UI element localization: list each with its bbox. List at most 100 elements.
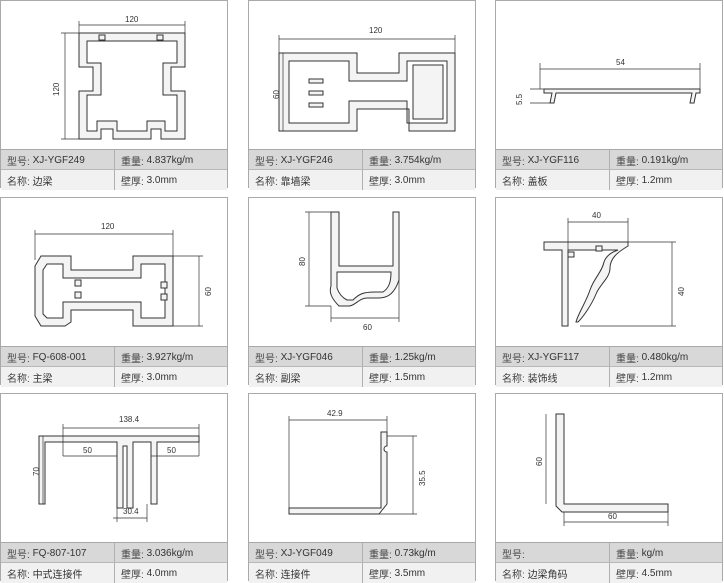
thickness-value: 1.2mm xyxy=(641,174,673,186)
weight-label: 重量: xyxy=(616,156,639,168)
profile-section xyxy=(288,431,388,515)
weight-value: 3.754kg/m xyxy=(394,154,442,166)
name-value: 连接件 xyxy=(280,569,311,581)
weight-label: 重量: xyxy=(616,549,639,561)
dimension-label: 35.5 xyxy=(418,470,427,486)
name-label: 名称: xyxy=(7,373,30,385)
profile-section xyxy=(543,88,701,104)
product-card: 120 60 型号: FQ-608-001 重量: 3.927kg/m 名称: … xyxy=(0,197,228,387)
spec-row: 型号: XJ-YGF246 重量: 3.754kg/m xyxy=(249,149,475,170)
thickness-value: 3.0mm xyxy=(146,371,178,383)
profile-section xyxy=(38,435,200,509)
model-label: 型号: xyxy=(502,353,525,365)
model-value: FQ-807-107 xyxy=(32,547,87,559)
profile-section xyxy=(555,413,669,513)
weight-value: kg/m xyxy=(641,547,664,559)
spec-row: 型号: FQ-608-001 重量: 3.927kg/m xyxy=(1,346,227,367)
thickness-value: 4.0mm xyxy=(146,567,178,579)
dimension-label: 120 xyxy=(101,222,115,231)
weight-value: 3.927kg/m xyxy=(146,351,194,363)
dimension-label: 60 xyxy=(204,287,213,296)
model-value: XJ-YGF249 xyxy=(32,154,85,166)
dimension-label: 50 xyxy=(83,446,92,455)
model-value: XJ-YGF049 xyxy=(280,547,333,559)
profile-drawing: 60 60 xyxy=(535,413,669,526)
thickness-label: 壁厚: xyxy=(369,373,392,385)
thickness-label: 壁厚: xyxy=(369,569,392,581)
model-label: 型号: xyxy=(502,549,525,561)
thickness-label: 壁厚: xyxy=(616,569,639,581)
name-label: 名称: xyxy=(255,569,278,581)
weight-value: 0.480kg/m xyxy=(641,351,689,363)
profile-drawing: 120 60 xyxy=(34,222,213,327)
name-label: 名称: xyxy=(502,569,525,581)
dimension-label: 138.4 xyxy=(119,415,140,424)
name-value: 副梁 xyxy=(280,373,301,385)
profile-drawing: 54 5.5 xyxy=(515,58,701,105)
thickness-label: 壁厚: xyxy=(616,176,639,188)
name-label: 名称: xyxy=(7,176,30,188)
profile-section xyxy=(78,32,186,140)
dimension-label: 80 xyxy=(298,257,307,266)
spec-row: 名称: 边梁 壁厚: 3.0mm xyxy=(1,169,227,190)
name-label: 名称: xyxy=(7,569,30,581)
profile-drawing: 138.4 50 50 70 30.4 xyxy=(32,415,200,522)
dimension-label: 120 xyxy=(52,82,61,96)
dimension-label: 60 xyxy=(272,90,281,99)
profile-drawing: 120 60 xyxy=(272,26,456,132)
dimension-label: 120 xyxy=(125,15,139,24)
dimension-label: 54 xyxy=(616,58,625,67)
product-card: 120 120 型号: XJ-YGF249 重量: 4.837kg/m 名称: … xyxy=(0,0,228,190)
model-label: 型号: xyxy=(255,156,278,168)
weight-label: 重量: xyxy=(121,353,144,365)
spec-row: 名称: 副梁 壁厚: 1.5mm xyxy=(249,366,475,387)
spec-row: 型号: 重量: kg/m xyxy=(496,542,722,563)
thickness-label: 壁厚: xyxy=(121,176,144,188)
name-value: 靠墙梁 xyxy=(280,176,311,188)
profile-section xyxy=(34,255,174,327)
name-value: 中式连接件 xyxy=(32,569,83,581)
weight-label: 重量: xyxy=(616,353,639,365)
dimension-label: 40 xyxy=(592,211,601,220)
weight-value: 0.73kg/m xyxy=(394,547,436,559)
spec-row: 名称: 盖板 壁厚: 1.2mm xyxy=(496,169,722,190)
thickness-value: 1.2mm xyxy=(641,371,673,383)
profile-slot xyxy=(567,251,575,258)
spec-row: 名称: 边梁角码 壁厚: 4.5mm xyxy=(496,562,722,583)
thickness-value: 4.5mm xyxy=(641,567,673,579)
thickness-value: 3.0mm xyxy=(394,174,426,186)
spec-row: 名称: 靠墙梁 壁厚: 3.0mm xyxy=(249,169,475,190)
profile-section xyxy=(278,52,456,132)
profile-chamber xyxy=(412,64,444,120)
model-label: 型号: xyxy=(502,156,525,168)
spec-row: 型号: XJ-YGF117 重量: 0.480kg/m xyxy=(496,346,722,367)
spec-row: 型号: XJ-YGF049 重量: 0.73kg/m xyxy=(249,542,475,563)
weight-value: 4.837kg/m xyxy=(146,154,194,166)
dimension-label: 60 xyxy=(363,323,372,332)
spec-row: 型号: XJ-YGF116 重量: 0.191kg/m xyxy=(496,149,722,170)
spec-row: 名称: 装饰线 壁厚: 1.2mm xyxy=(496,366,722,387)
name-label: 名称: xyxy=(502,176,525,188)
model-label: 型号: xyxy=(7,549,30,561)
profile-drawing: 120 120 xyxy=(52,15,186,140)
weight-label: 重量: xyxy=(121,549,144,561)
profile-section xyxy=(329,211,400,307)
model-label: 型号: xyxy=(255,353,278,365)
profile-slot xyxy=(74,279,82,287)
thickness-label: 壁厚: xyxy=(121,373,144,385)
model-label: 型号: xyxy=(255,549,278,561)
product-card: 120 60 型号: XJ-YGF246 重量: 3.754kg/m 名称: 靠… xyxy=(248,0,476,190)
name-label: 名称: xyxy=(255,373,278,385)
profile-slot xyxy=(156,34,164,41)
spec-row: 名称: 主梁 壁厚: 3.0mm xyxy=(1,366,227,387)
model-value: XJ-YGF046 xyxy=(280,351,333,363)
spec-row: 型号: FQ-807-107 重量: 3.036kg/m xyxy=(1,542,227,563)
model-label: 型号: xyxy=(7,353,30,365)
name-value: 主梁 xyxy=(32,373,53,385)
weight-value: 0.191kg/m xyxy=(641,154,689,166)
profile-drawing: 80 60 xyxy=(298,211,400,332)
name-label: 名称: xyxy=(255,176,278,188)
name-value: 装饰线 xyxy=(527,373,558,385)
weight-value: 1.25kg/m xyxy=(394,351,436,363)
profile-fin xyxy=(308,78,324,108)
